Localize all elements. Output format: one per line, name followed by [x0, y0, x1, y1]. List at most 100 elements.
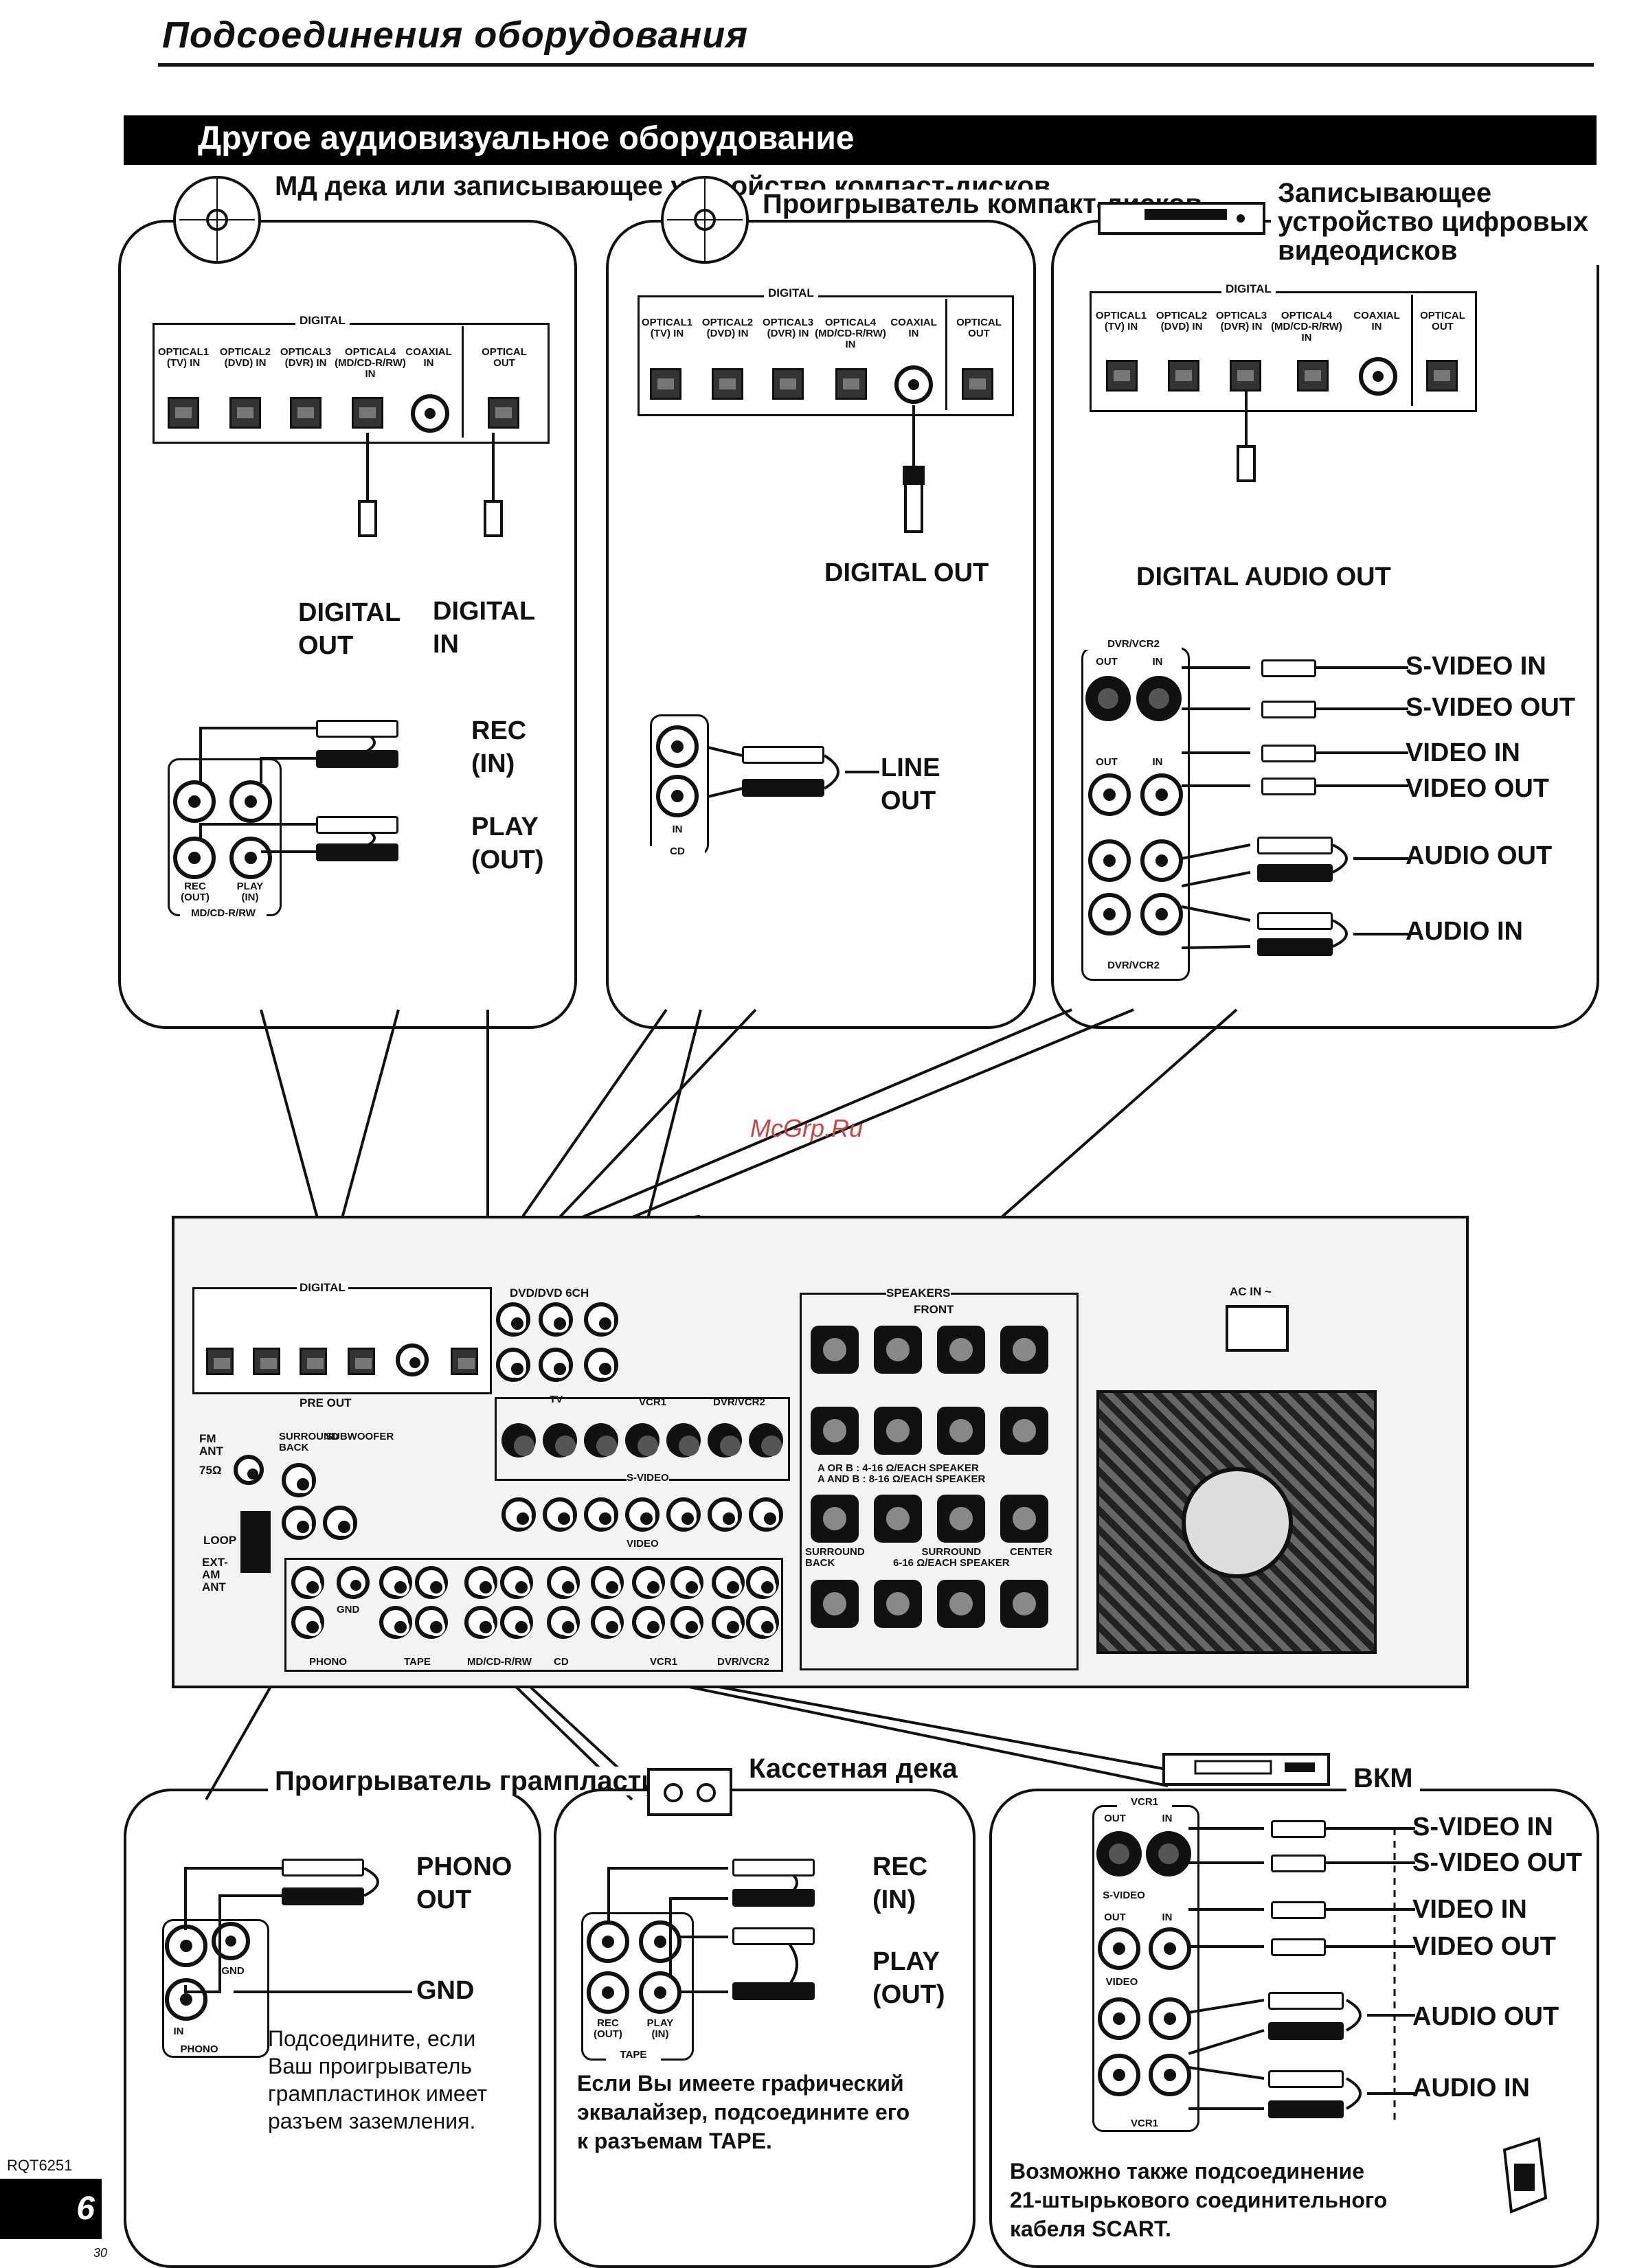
rx-spk-terminal-8[interactable]: [1000, 1407, 1048, 1455]
md-optical1-port[interactable]: [168, 397, 199, 429]
dvr-video-in-jack[interactable]: [1140, 773, 1183, 816]
rx-tape-jack-4[interactable]: [415, 1606, 448, 1639]
rx-svideo-7[interactable]: [749, 1423, 783, 1458]
rx-spk-terminal-12[interactable]: [1000, 1495, 1048, 1543]
rx-video-jack-2[interactable]: [543, 1497, 577, 1532]
md-optical3-port[interactable]: [290, 397, 322, 429]
cd-optical3-port[interactable]: [772, 368, 804, 400]
rx-vcr1-jack-4[interactable]: [670, 1606, 703, 1639]
rx-svideo-5[interactable]: [666, 1423, 701, 1458]
cd-in-jack-l[interactable]: [656, 725, 699, 768]
cd-in-jack-r[interactable]: [656, 775, 699, 817]
vcr-svideo-out-port[interactable]: [1096, 1831, 1142, 1876]
rx-phono-jack-l[interactable]: [291, 1566, 324, 1599]
rx-gnd-terminal[interactable]: [337, 1566, 370, 1599]
rx-dvd-jack-5[interactable]: [539, 1348, 573, 1382]
cd-coaxial-port[interactable]: [894, 365, 933, 404]
phono-gnd-terminal[interactable]: [212, 1922, 250, 1960]
rx-optical1-port[interactable]: [206, 1348, 234, 1375]
md-coaxial-port[interactable]: [411, 394, 449, 433]
rx-spk-terminal-11[interactable]: [937, 1495, 985, 1543]
rx-svideo-4[interactable]: [625, 1423, 659, 1458]
rx-spk-terminal-7[interactable]: [937, 1407, 985, 1455]
rx-optical3-port[interactable]: [300, 1348, 327, 1375]
rx-video-jack-1[interactable]: [501, 1497, 536, 1532]
rx-cd-jack-l[interactable]: [547, 1566, 580, 1599]
rx-ac-inlet[interactable]: [1226, 1305, 1289, 1352]
rx-spk-terminal-13[interactable]: [811, 1580, 859, 1628]
rx-spk-terminal-15[interactable]: [937, 1580, 985, 1628]
rx-dvd-jack-6[interactable]: [584, 1348, 618, 1382]
rx-vcr1-jack-3[interactable]: [632, 1606, 665, 1639]
rx-spk-terminal-3[interactable]: [937, 1326, 985, 1374]
rx-spk-terminal-1[interactable]: [811, 1326, 859, 1374]
cd-optical2-port[interactable]: [712, 368, 743, 400]
dvr-optical4-port[interactable]: [1297, 360, 1329, 392]
dvr-svideo-in-port[interactable]: [1136, 676, 1182, 721]
cd-optical-out-port[interactable]: [962, 368, 993, 400]
vcr-audio-in-jack-r[interactable]: [1149, 2054, 1191, 2096]
rx-video-jack-4[interactable]: [625, 1497, 659, 1532]
rx-md-jack-1[interactable]: [464, 1566, 497, 1599]
rx-vcr1-jack-2[interactable]: [670, 1566, 703, 1599]
tape-rec-jack-r[interactable]: [587, 1971, 629, 2014]
dvr-audio-in-jack-l[interactable]: [1140, 839, 1183, 882]
rx-dvd-jack-1[interactable]: [496, 1302, 530, 1337]
dvr-video-out-jack[interactable]: [1088, 773, 1131, 816]
rx-spk-terminal-2[interactable]: [874, 1326, 922, 1374]
cd-optical1-port[interactable]: [650, 368, 681, 400]
rx-tv-jack-l[interactable]: [591, 1566, 624, 1599]
rx-dvd-jack-4[interactable]: [496, 1348, 530, 1382]
rx-preout-jack-1[interactable]: [282, 1463, 316, 1497]
dvr-optical2-port[interactable]: [1168, 360, 1199, 392]
rx-tape-jack-2[interactable]: [415, 1566, 448, 1599]
dvr-svideo-out-port[interactable]: [1085, 676, 1131, 721]
vcr-audio-out-jack-r[interactable]: [1098, 2054, 1140, 2096]
dvr-audio-out-jack-r[interactable]: [1088, 893, 1131, 935]
vcr-video-out-jack[interactable]: [1098, 1927, 1140, 1970]
rx-spk-terminal-9[interactable]: [811, 1495, 859, 1543]
rx-svideo-3[interactable]: [584, 1423, 618, 1458]
rx-spk-terminal-16[interactable]: [1000, 1580, 1048, 1628]
dvr-audio-out-jack-l[interactable]: [1088, 839, 1131, 882]
md-rec-jack-r[interactable]: [173, 837, 216, 879]
vcr-video-in-jack[interactable]: [1149, 1927, 1191, 1970]
rx-optical-out-port[interactable]: [451, 1348, 478, 1375]
dvr-optical-out-port[interactable]: [1426, 360, 1458, 392]
rx-md-jack-2[interactable]: [500, 1566, 533, 1599]
dvr-audio-in-jack-r[interactable]: [1140, 893, 1183, 935]
rx-spk-terminal-5[interactable]: [811, 1407, 859, 1455]
rx-fm-ant-port[interactable]: [234, 1455, 264, 1485]
rx-tape-jack-3[interactable]: [379, 1606, 412, 1639]
dvr-optical3-port[interactable]: [1230, 360, 1261, 392]
tape-play-jack-l[interactable]: [639, 1920, 681, 1963]
rx-tape-jack-1[interactable]: [379, 1566, 412, 1599]
rx-video-jack-7[interactable]: [749, 1497, 783, 1532]
rx-coaxial-port[interactable]: [396, 1343, 429, 1376]
rx-optical4-port[interactable]: [348, 1348, 375, 1375]
rx-md-jack-4[interactable]: [500, 1606, 533, 1639]
rx-spk-terminal-14[interactable]: [874, 1580, 922, 1628]
rx-svideo-2[interactable]: [543, 1423, 577, 1458]
rx-svideo-1[interactable]: [501, 1423, 536, 1458]
rx-dvr-jack-1[interactable]: [712, 1566, 745, 1599]
md-play-jack-l[interactable]: [229, 780, 272, 823]
tape-rec-jack-l[interactable]: [587, 1920, 629, 1963]
rx-video-jack-3[interactable]: [584, 1497, 618, 1532]
cd-optical4-port[interactable]: [835, 368, 867, 400]
rx-spk-terminal-6[interactable]: [874, 1407, 922, 1455]
rx-cd-jack-r[interactable]: [547, 1606, 580, 1639]
rx-optical2-port[interactable]: [253, 1348, 280, 1375]
rx-video-jack-6[interactable]: [708, 1497, 742, 1532]
rx-dvd-jack-3[interactable]: [584, 1302, 618, 1337]
md-optical4-port[interactable]: [352, 397, 383, 429]
dvr-coaxial-port[interactable]: [1359, 357, 1397, 396]
md-rec-jack-l[interactable]: [173, 780, 216, 823]
rx-md-jack-3[interactable]: [464, 1606, 497, 1639]
rx-tv-jack-r[interactable]: [591, 1606, 624, 1639]
vcr-svideo-in-port[interactable]: [1146, 1831, 1191, 1876]
rx-spk-terminal-10[interactable]: [874, 1495, 922, 1543]
rx-preout-jack-2[interactable]: [282, 1506, 316, 1540]
rx-svideo-6[interactable]: [708, 1423, 742, 1458]
rx-preout-jack-3[interactable]: [323, 1506, 357, 1540]
